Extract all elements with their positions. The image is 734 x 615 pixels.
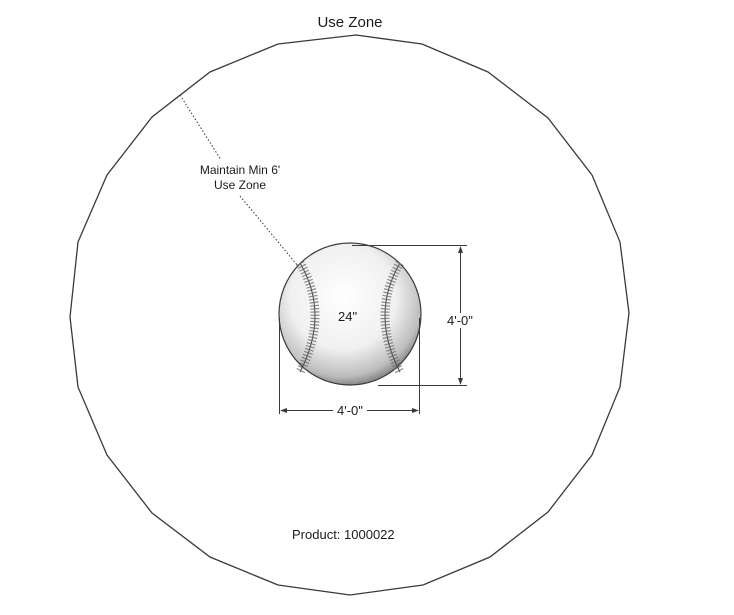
height-dimension-label: 4'-0" <box>446 313 474 328</box>
use-zone-note: Maintain Min 6' Use Zone <box>180 163 300 193</box>
product-label: Product: 1000022 <box>292 527 395 542</box>
width-dimension-label: 4'-0" <box>333 403 367 418</box>
use-zone-leader-line-upper <box>179 94 222 161</box>
use-zone-leader-line-lower <box>239 195 299 267</box>
use-zone-note-line1: Maintain Min 6' <box>199 163 281 177</box>
diagram-title: Use Zone <box>317 14 383 31</box>
width-dimension-lines <box>279 318 420 414</box>
use-zone-boundary <box>69 34 630 596</box>
use-zone-note-line2: Use Zone <box>213 178 267 192</box>
baseball-icon <box>278 242 422 386</box>
ball-diameter-label: 24" <box>338 309 358 324</box>
